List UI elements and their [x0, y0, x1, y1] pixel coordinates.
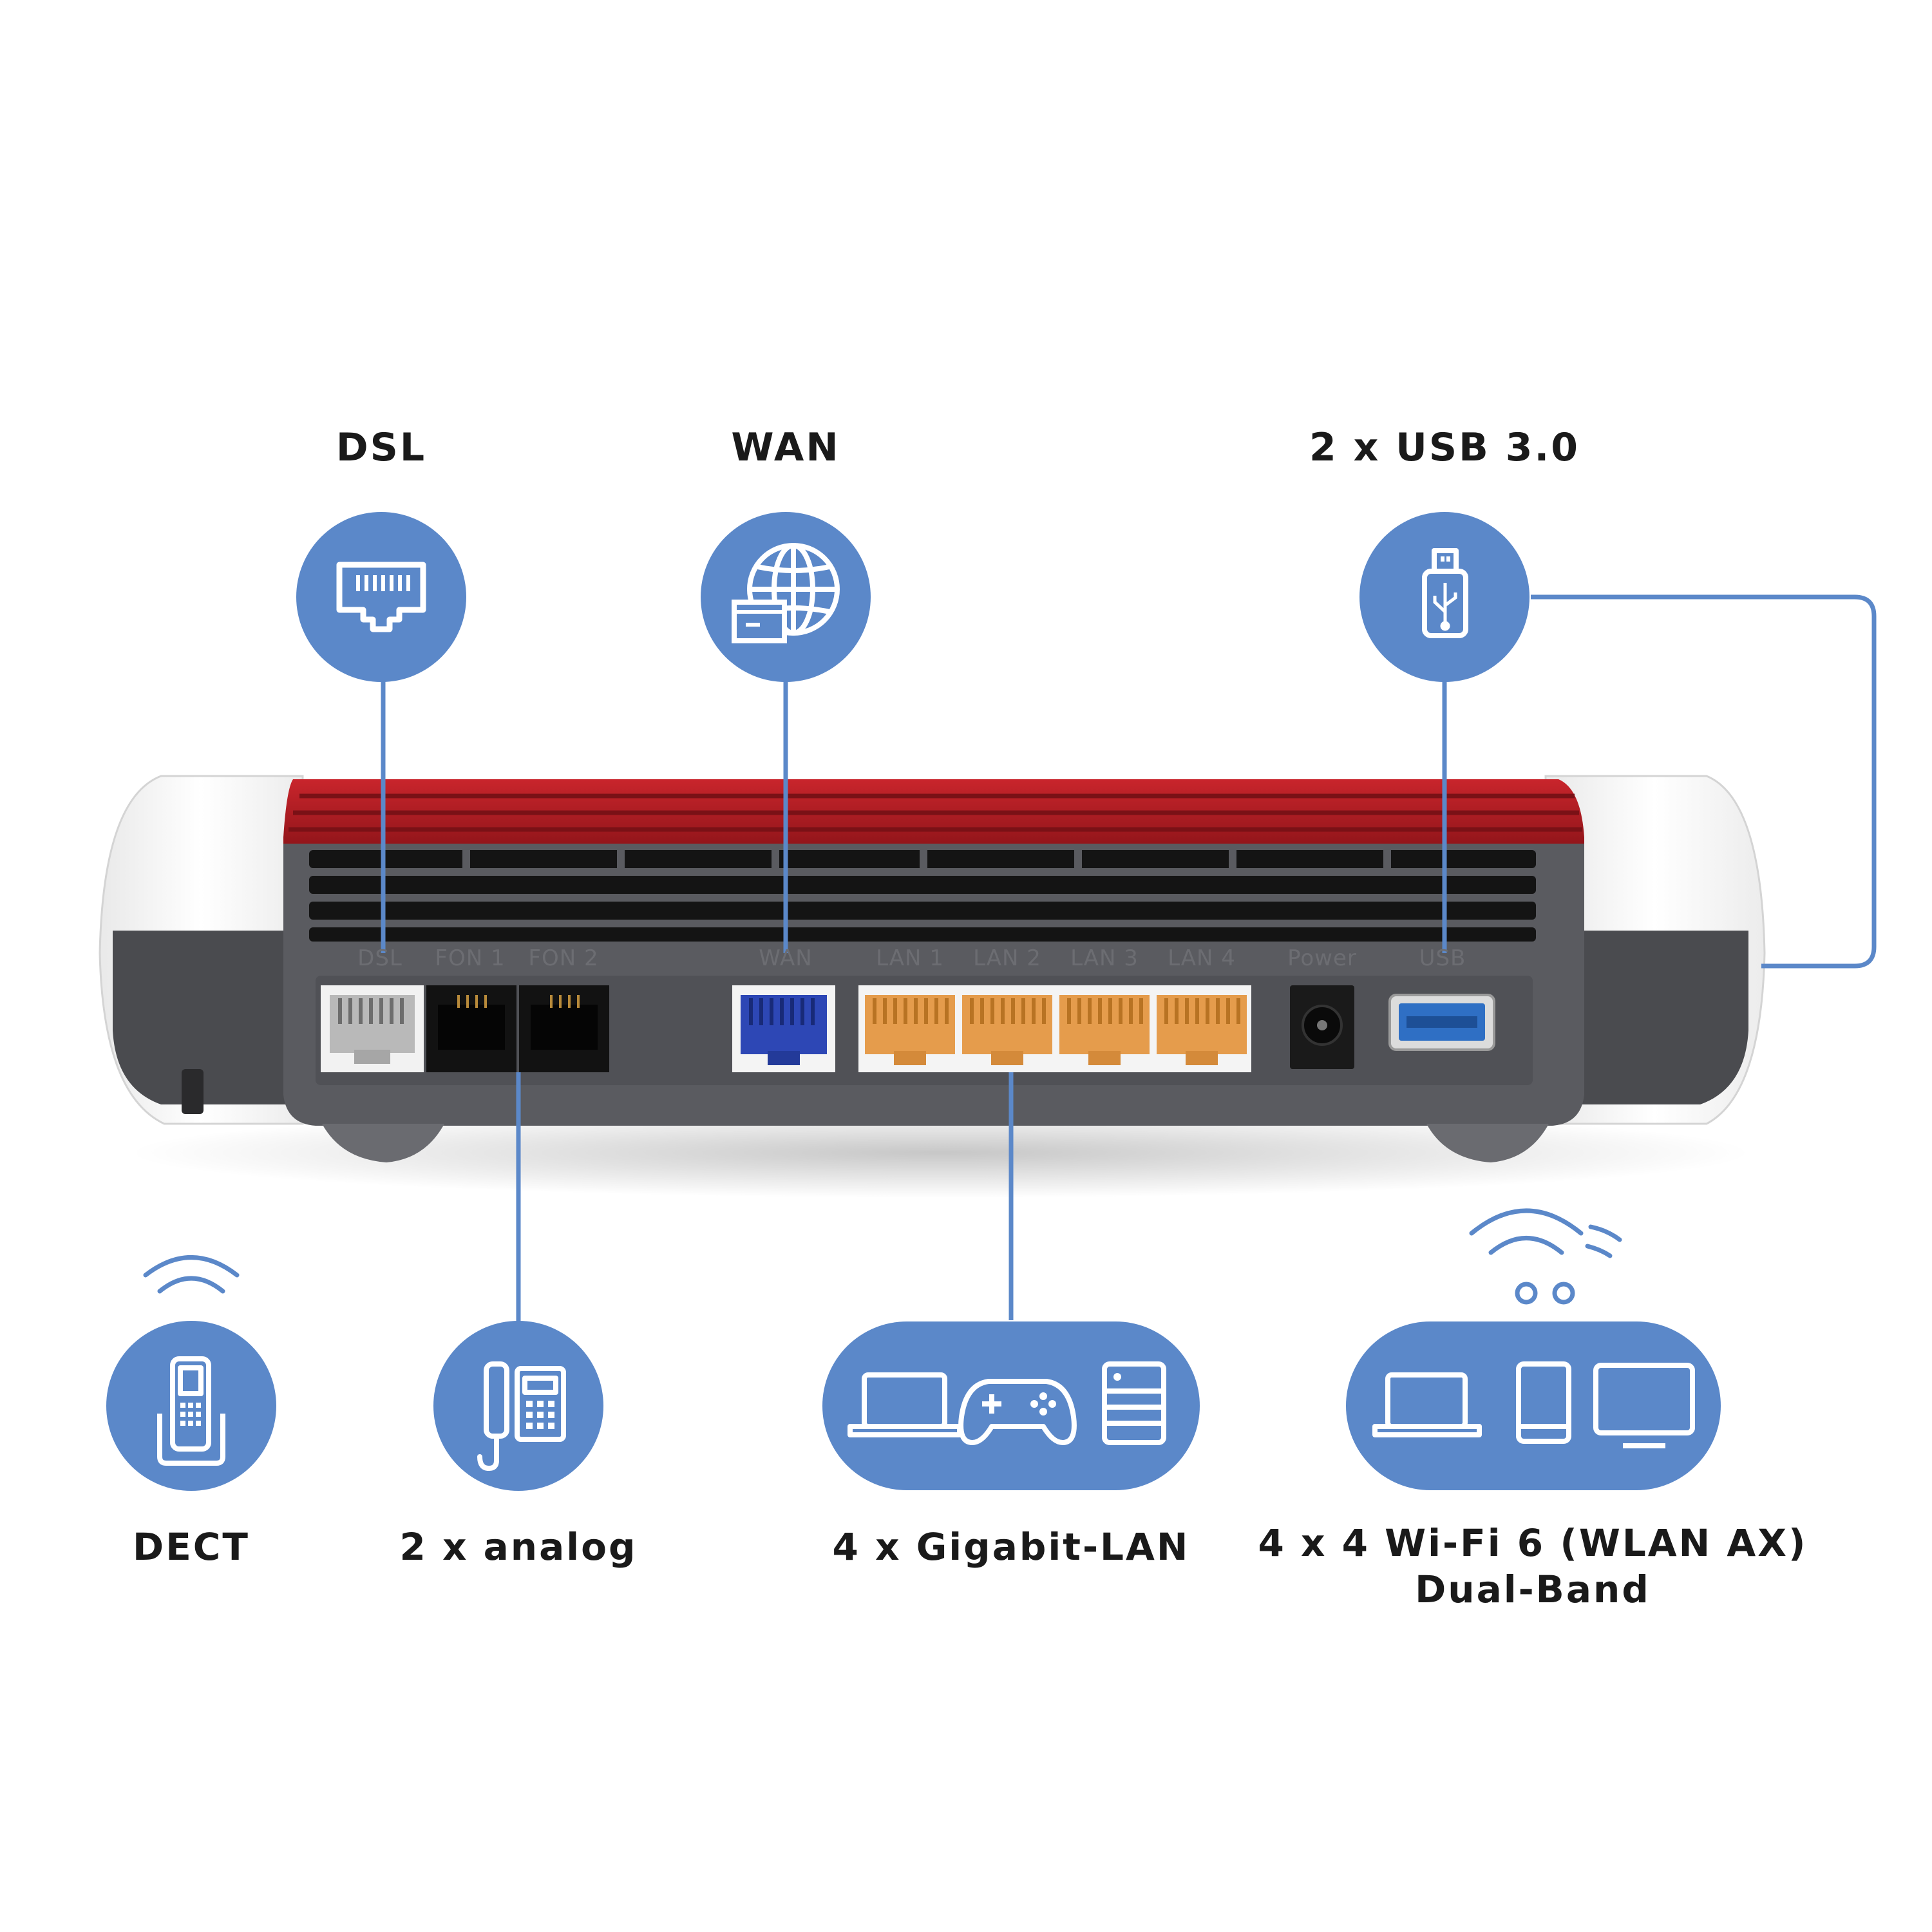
- router: [99, 775, 1766, 1162]
- laptop-icon: [1372, 1372, 1482, 1437]
- cable-clip: [182, 1069, 204, 1114]
- dect-phone-icon: [106, 1321, 276, 1491]
- port-label-wan: WAN: [759, 945, 813, 971]
- port-label-lan4: LAN 4: [1168, 945, 1236, 971]
- port-label-fon2: FON 2: [528, 945, 599, 971]
- usb-side-connector: [1531, 594, 1877, 969]
- router-right-foot: [1426, 1124, 1549, 1162]
- gamepad-icon: [958, 1379, 1077, 1445]
- usb-stick-icon: [1359, 512, 1530, 682]
- gamepad-buttons: [1030, 1392, 1056, 1416]
- feature-label-wan: WAN: [731, 425, 840, 470]
- lan4-port: [1157, 995, 1247, 1065]
- feature-label-usb: 2 x USB 3.0: [1309, 425, 1580, 470]
- floor-shadow: [129, 1108, 1752, 1198]
- vent-slots: [309, 850, 1536, 942]
- lan1-port: [865, 995, 955, 1065]
- wifi-devices-pill: [1346, 1321, 1721, 1490]
- port-label-dsl: DSL: [357, 945, 402, 971]
- port-label-lan1: LAN 1: [876, 945, 944, 971]
- port-label-lan3: LAN 3: [1070, 945, 1139, 971]
- vent-dividers: [462, 850, 1391, 868]
- monitor-icon: [1593, 1363, 1695, 1448]
- fon2-port: [519, 985, 609, 1072]
- feature-label-dect: DECT: [133, 1525, 250, 1569]
- wan-port: [732, 985, 835, 1072]
- feature-label-wifi-line2: Dual-Band: [1415, 1567, 1651, 1611]
- port-label-lan2: LAN 2: [973, 945, 1041, 971]
- dsl-port: [321, 985, 424, 1072]
- wifi-signal-icon: [1469, 1208, 1622, 1305]
- analog-phone-icon: [433, 1321, 603, 1491]
- port-label-power: Power: [1287, 945, 1357, 971]
- feature-label-dsl: DSL: [336, 425, 427, 470]
- red-top-ribs: [289, 793, 1582, 832]
- smartphone-icon: [1516, 1361, 1571, 1444]
- feature-label-lan: 4 x Gigabit-LAN: [832, 1525, 1190, 1569]
- ethernet-port-icon: [296, 512, 466, 682]
- dect-wifi-waves: [143, 1255, 240, 1294]
- router-left-side: [113, 931, 287, 1104]
- lan2-port: [962, 995, 1052, 1065]
- feature-label-wifi-line1: 4 x 4 Wi-Fi 6 (WLAN AX): [1258, 1521, 1808, 1565]
- router-right-side: [1565, 931, 1748, 1104]
- usb-port: [1388, 994, 1495, 1051]
- fon1-port: [426, 985, 516, 1072]
- globe-network-icon: [701, 512, 871, 682]
- port-label-fon1: FON 1: [435, 945, 506, 971]
- lan3-port: [1059, 995, 1150, 1065]
- connector-lines: [381, 594, 1877, 1325]
- power-port: [1290, 985, 1354, 1069]
- nas-icon: [1102, 1361, 1166, 1445]
- feature-label-analog: 2 x analog: [399, 1525, 638, 1569]
- router-left-foot: [322, 1124, 444, 1162]
- port-label-usb: USB: [1419, 945, 1466, 971]
